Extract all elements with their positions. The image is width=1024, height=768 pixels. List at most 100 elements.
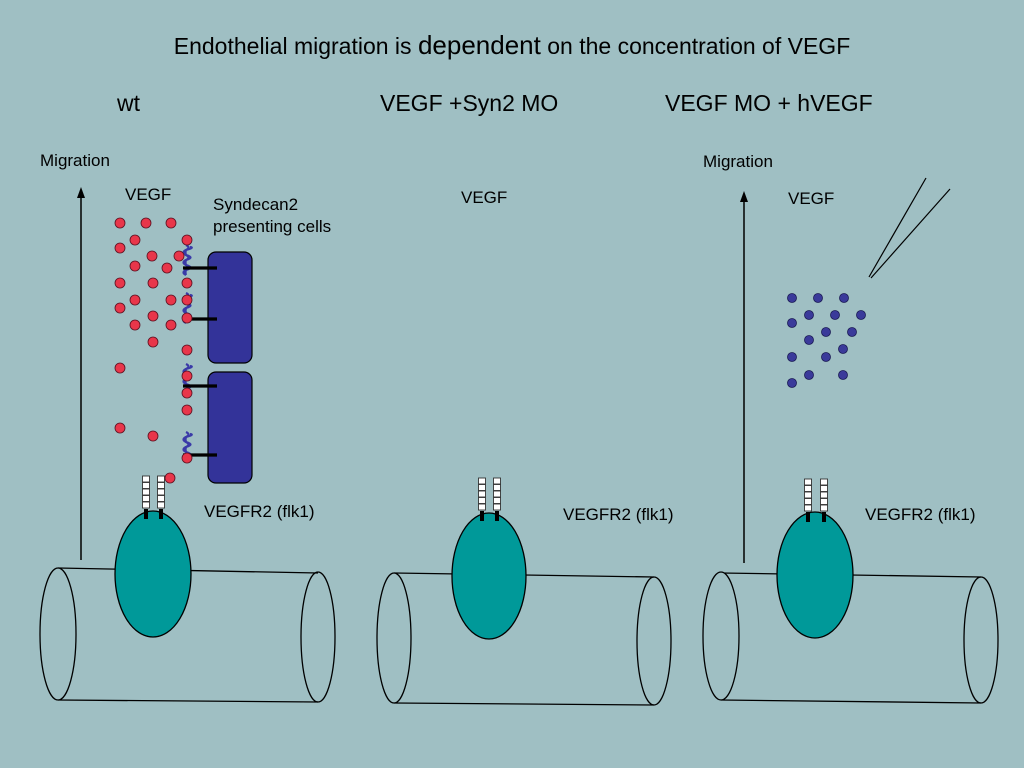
receptor-label-wt: VEGFR2 (flk1) [204, 502, 315, 521]
vegf-dot-red [181, 452, 193, 464]
vegf-label-syn2-mo: VEGF [461, 188, 508, 207]
vegf-dot-red [181, 277, 193, 289]
vegf-dot-red [129, 319, 141, 331]
injection-needle [868, 177, 951, 279]
title-part-1: Endothelial migration is [173, 33, 418, 59]
vegf-dot-red [165, 319, 177, 331]
receptor-label-syn2-mo: VEGFR2 (flk1) [563, 505, 674, 524]
receptor-anchor [144, 509, 148, 519]
vegf-dot-blue [830, 310, 840, 320]
migration-arrow-hvegf [740, 191, 748, 563]
vegf-dot-blue [821, 327, 831, 337]
vegf-dot-blue [838, 344, 848, 354]
receptor-segment [493, 497, 501, 504]
receptor-segment [142, 488, 150, 496]
vegf-dot-red [129, 294, 141, 306]
vegf-dot-blue [839, 293, 849, 303]
receptor-segment [493, 484, 501, 491]
vegf-dot-red [181, 387, 193, 399]
migration-label-hvegf: Migration [703, 152, 773, 171]
syndecan-cells-label: Syndecan2 presenting cells [213, 194, 331, 238]
panel-heading-syn2-mo: VEGF +Syn2 MO [380, 90, 559, 116]
vegf-dot-red [114, 217, 126, 229]
endogenous-vegf-dots [114, 217, 193, 484]
syndecan-cells-label-line1: Syndecan2 [213, 195, 299, 214]
vegf-dot-red [114, 422, 126, 434]
vegf-dot-red [114, 362, 126, 374]
receptor-segment [142, 501, 150, 509]
endothelial-cell-syn2-mo [451, 512, 527, 640]
receptor-segment [820, 478, 828, 486]
vegf-dot-blue [787, 293, 797, 303]
vegf-dot-red [165, 217, 177, 229]
vegf-dot-red [114, 302, 126, 314]
receptor-segment [804, 485, 812, 492]
vegf-dot-blue [804, 335, 814, 345]
vegfr2-receptor-syn2-mo [478, 477, 501, 521]
receptor-segment [820, 504, 828, 512]
receptor-segment [493, 477, 501, 485]
receptor-anchor [806, 512, 810, 522]
vegf-dot-red [181, 294, 193, 306]
receptor-segment [142, 482, 150, 489]
vegf-dot-blue [847, 327, 857, 337]
receptor-anchor [159, 509, 163, 519]
receptor-segment [478, 503, 486, 511]
vessel-wt [39, 567, 336, 703]
vegf-dot-red [165, 294, 177, 306]
receptor-label-hvegf: VEGFR2 (flk1) [865, 505, 976, 524]
vegf-dot-blue [787, 318, 797, 328]
receptor-segment [157, 488, 165, 496]
vegf-dot-red [181, 234, 193, 246]
vegf-dot-blue [821, 352, 831, 362]
vegf-dot-red [181, 312, 193, 324]
receptor-segment [142, 495, 150, 502]
syndecan-cells-label-line2: presenting cells [213, 217, 332, 236]
receptor-segment [804, 478, 812, 486]
receptor-segment [157, 501, 165, 509]
vessel-hvegf [702, 571, 999, 704]
vegf-dot-red [181, 370, 193, 382]
vegf-dot-red [129, 234, 141, 246]
vegf-dot-red [129, 260, 141, 272]
vegf-dot-blue [838, 370, 848, 380]
vegf-dot-blue [787, 378, 797, 388]
vegf-dot-blue [804, 310, 814, 320]
receptor-anchor [480, 511, 484, 521]
vegf-dot-red [147, 430, 159, 442]
vegfr2-receptor-wt [142, 475, 165, 519]
receptor-segment [478, 484, 486, 491]
vegf-dot-red [147, 310, 159, 322]
migration-arrow-wt [77, 187, 85, 560]
receptor-segment [804, 498, 812, 505]
panel-heading-wt: wt [117, 90, 140, 116]
vegf-label-hvegf: VEGF [788, 189, 835, 208]
vegf-dot-red [146, 250, 158, 262]
vegf-dot-red [140, 217, 152, 229]
receptor-segment [157, 482, 165, 489]
vegf-dot-red [147, 336, 159, 348]
vegf-label-wt: VEGF [125, 185, 172, 204]
vegf-dot-blue [856, 310, 866, 320]
vegf-dot-red [114, 242, 126, 254]
receptor-segment [804, 504, 812, 512]
vegf-dot-red [114, 277, 126, 289]
vegf-dot-red [181, 404, 193, 416]
vegf-dot-blue [813, 293, 823, 303]
receptor-segment [478, 497, 486, 504]
receptor-segment [820, 485, 828, 492]
receptor-segment [157, 475, 165, 483]
vegf-dot-blue [787, 352, 797, 362]
vegf-dot-red [164, 472, 176, 484]
receptor-anchor [822, 512, 826, 522]
receptor-segment [478, 477, 486, 485]
migration-label-wt: Migration [40, 151, 110, 170]
vegf-dot-red [161, 262, 173, 274]
receptor-segment [493, 503, 501, 511]
syndecan-strand [184, 245, 193, 276]
receptor-segment [157, 495, 165, 502]
vegf-dot-blue [804, 370, 814, 380]
title-emphasis: dependent [417, 30, 541, 60]
syndecan2-cell-lower [207, 371, 253, 484]
